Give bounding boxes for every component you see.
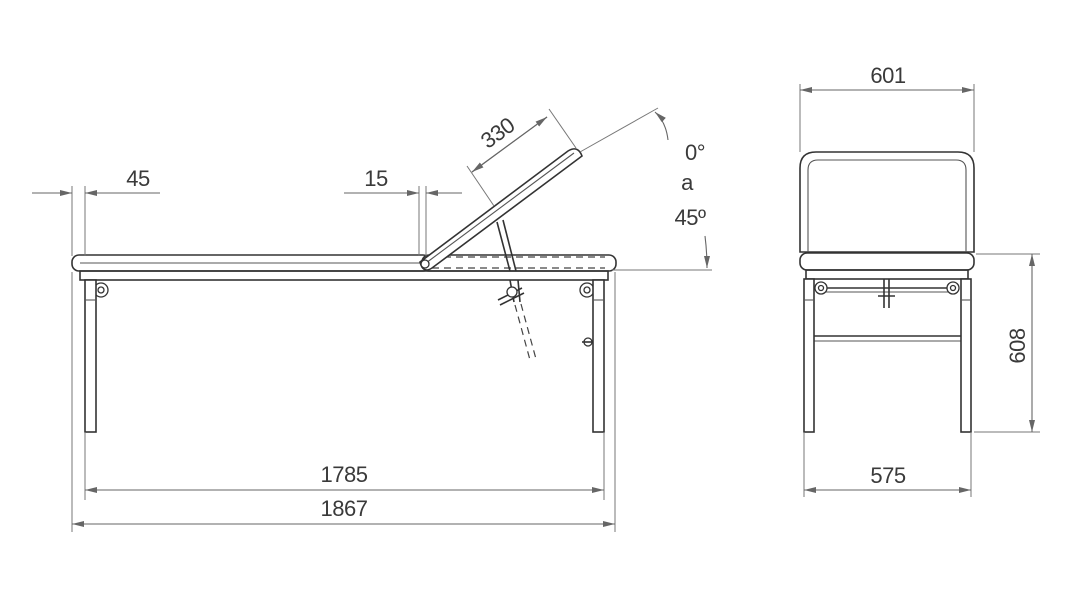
dim-total-length: 1867 bbox=[71, 272, 616, 532]
side-frame-rail bbox=[79, 270, 609, 281]
label-frame-width: 575 bbox=[870, 463, 905, 488]
dim-angle: 0° a 45º bbox=[579, 107, 712, 271]
hinge-icon bbox=[420, 259, 430, 269]
side-mattress bbox=[71, 254, 617, 272]
dim-hinge-gap: 15 bbox=[344, 166, 462, 256]
hidden-backrest-flat bbox=[432, 256, 605, 269]
end-backrest bbox=[799, 151, 975, 253]
label-height: 608 bbox=[1005, 328, 1030, 363]
label-hinge-gap: 15 bbox=[364, 166, 388, 191]
side-leg-left bbox=[84, 279, 97, 433]
label-angle-min: 0° bbox=[685, 140, 705, 165]
dim-frame-width: 575 bbox=[803, 432, 972, 497]
end-castor-left bbox=[814, 281, 828, 295]
backrest-strut bbox=[496, 219, 517, 272]
label-leg-span: 1785 bbox=[321, 462, 368, 487]
dim-top-width: 601 bbox=[799, 63, 975, 152]
end-castor-right bbox=[946, 281, 960, 295]
dim-foot-gap: 45 bbox=[32, 166, 160, 256]
raised-backrest bbox=[419, 148, 583, 271]
side-view: 45 15 330 0° a 45º bbox=[32, 107, 712, 532]
label-foot-gap: 45 bbox=[126, 166, 150, 191]
end-frame bbox=[812, 287, 962, 342]
label-top-width: 601 bbox=[870, 63, 905, 88]
castor-left bbox=[93, 282, 109, 298]
end-top bbox=[799, 252, 975, 280]
label-angle-max: 45º bbox=[674, 205, 705, 230]
dim-leg-span: 1785 bbox=[84, 432, 605, 500]
label-angle-joiner: a bbox=[681, 170, 694, 195]
end-leg-left bbox=[803, 278, 815, 433]
dim-height: 608 bbox=[974, 253, 1040, 433]
castor-right bbox=[579, 282, 595, 298]
adjustment-lever bbox=[497, 279, 537, 361]
side-leg-right bbox=[582, 279, 605, 433]
end-lever bbox=[878, 279, 895, 308]
end-leg-right bbox=[960, 278, 972, 433]
end-view: 601 608 575 bbox=[799, 63, 1040, 497]
label-backrest-length: 330 bbox=[476, 112, 519, 153]
label-total-length: 1867 bbox=[321, 496, 368, 521]
